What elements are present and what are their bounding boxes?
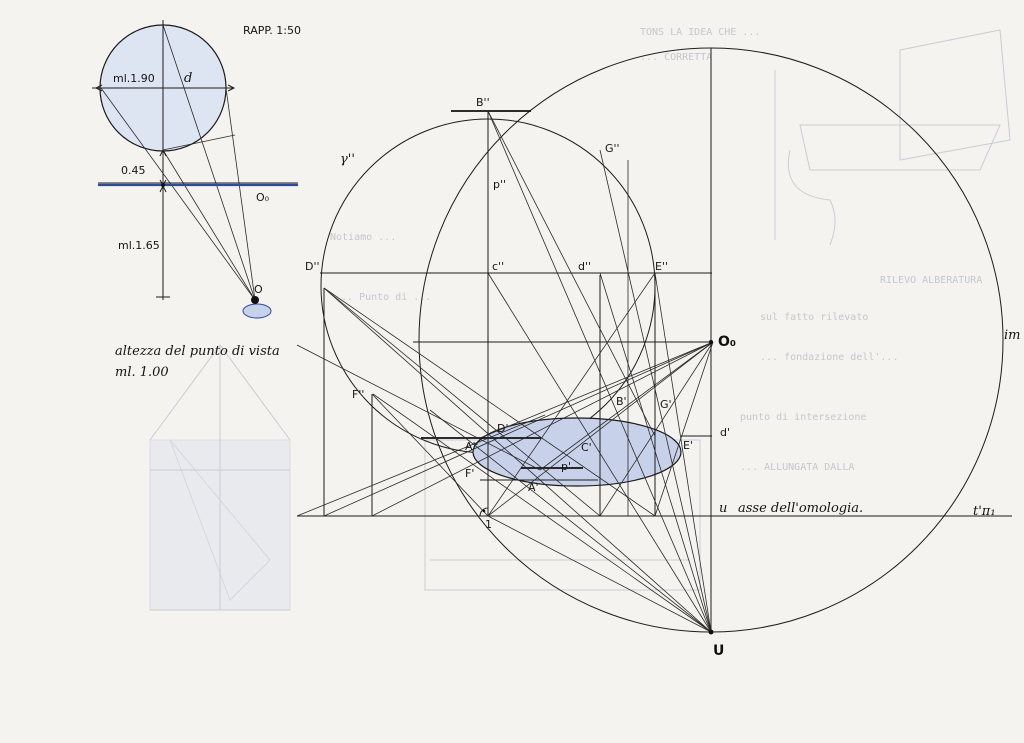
point-u xyxy=(708,629,714,635)
svg-text:... ALLUNGATA DALLA: ... ALLUNGATA DALLA xyxy=(740,462,854,473)
label-b2: B'' xyxy=(476,96,490,109)
label-g1: G' xyxy=(660,398,672,411)
label-b1: B' xyxy=(616,395,627,408)
label-f2: F'' xyxy=(352,388,364,401)
label-a2: A'' xyxy=(465,440,479,453)
ellipse-perspective xyxy=(472,417,682,487)
label-u: U xyxy=(713,643,724,659)
label-f1: F' xyxy=(465,467,474,480)
dimension-045: 0.45 xyxy=(121,164,146,177)
label-d2: D'' xyxy=(305,260,320,273)
label-c1: C' xyxy=(581,441,592,454)
label-g2: G'' xyxy=(605,142,620,155)
svg-text:Notiamo ...: Notiamo ... xyxy=(330,232,396,243)
side-view-sketch: RAPP. 1:50 ml.1.90 d 0.45 ml.1.65 O₀ O a… xyxy=(92,20,301,380)
point-o-small: O xyxy=(254,283,263,296)
viewer-eye-icon xyxy=(242,303,272,319)
main-construction: B'' G'' γ'' p'' D'' c'' d'' E'' F'' D' B… xyxy=(296,47,1021,659)
tangent-ray xyxy=(162,134,236,151)
svg-text:RILEVO ALBERATURA: RILEVO ALBERATURA xyxy=(880,275,982,286)
label-im: im xyxy=(1004,328,1021,343)
diameter-arrows xyxy=(94,84,236,92)
svg-text:... Punto di ...: ... Punto di ... xyxy=(335,292,431,303)
label-e2: E'' xyxy=(655,260,668,273)
svg-text:punto di intersezione: punto di intersezione xyxy=(740,412,866,423)
svg-text:sul fatto rilevato: sul fatto rilevato xyxy=(760,312,868,323)
label-p2: p'' xyxy=(493,178,506,191)
ghost-background: TONS LA IDEA CHE ... ... CORRETTA RILEVO… xyxy=(149,27,1011,611)
label-one: 1 xyxy=(485,518,492,531)
label-d2-small: d'' xyxy=(578,260,591,273)
label-o0: O₀ xyxy=(718,334,736,350)
label-d-prime: d' xyxy=(720,426,730,439)
label-a1: A' xyxy=(528,481,539,494)
label-gamma: γ'' xyxy=(340,152,355,167)
viewpoint-height-label: altezza del punto di vista xyxy=(115,344,280,359)
diameter-symbol: d xyxy=(184,71,192,86)
label-e1: E' xyxy=(683,439,693,452)
diameter-label: ml.1.90 xyxy=(113,72,155,85)
viewpoint-height-value: ml. 1.00 xyxy=(115,365,169,380)
svg-text:... fondazione dell'...: ... fondazione dell'... xyxy=(760,352,898,363)
svg-text:TONS LA IDEA CHE ...: TONS LA IDEA CHE ... xyxy=(640,27,760,38)
label-p1: p' xyxy=(561,460,571,473)
scale-label: RAPP. 1:50 xyxy=(243,24,301,37)
label-u-axis: u xyxy=(719,501,727,516)
svg-text:... CORRETTA: ... CORRETTA xyxy=(640,52,712,63)
label-c2: c'' xyxy=(492,260,504,273)
label-axis-homology: asse dell'omologia. xyxy=(738,501,863,516)
dimension-165: ml.1.65 xyxy=(118,239,160,252)
label-d1: D' xyxy=(497,422,509,435)
right-angle-mark xyxy=(479,507,489,517)
point-o0-small: O₀ xyxy=(256,191,270,204)
label-t-pi: t'π₁ xyxy=(973,504,996,519)
